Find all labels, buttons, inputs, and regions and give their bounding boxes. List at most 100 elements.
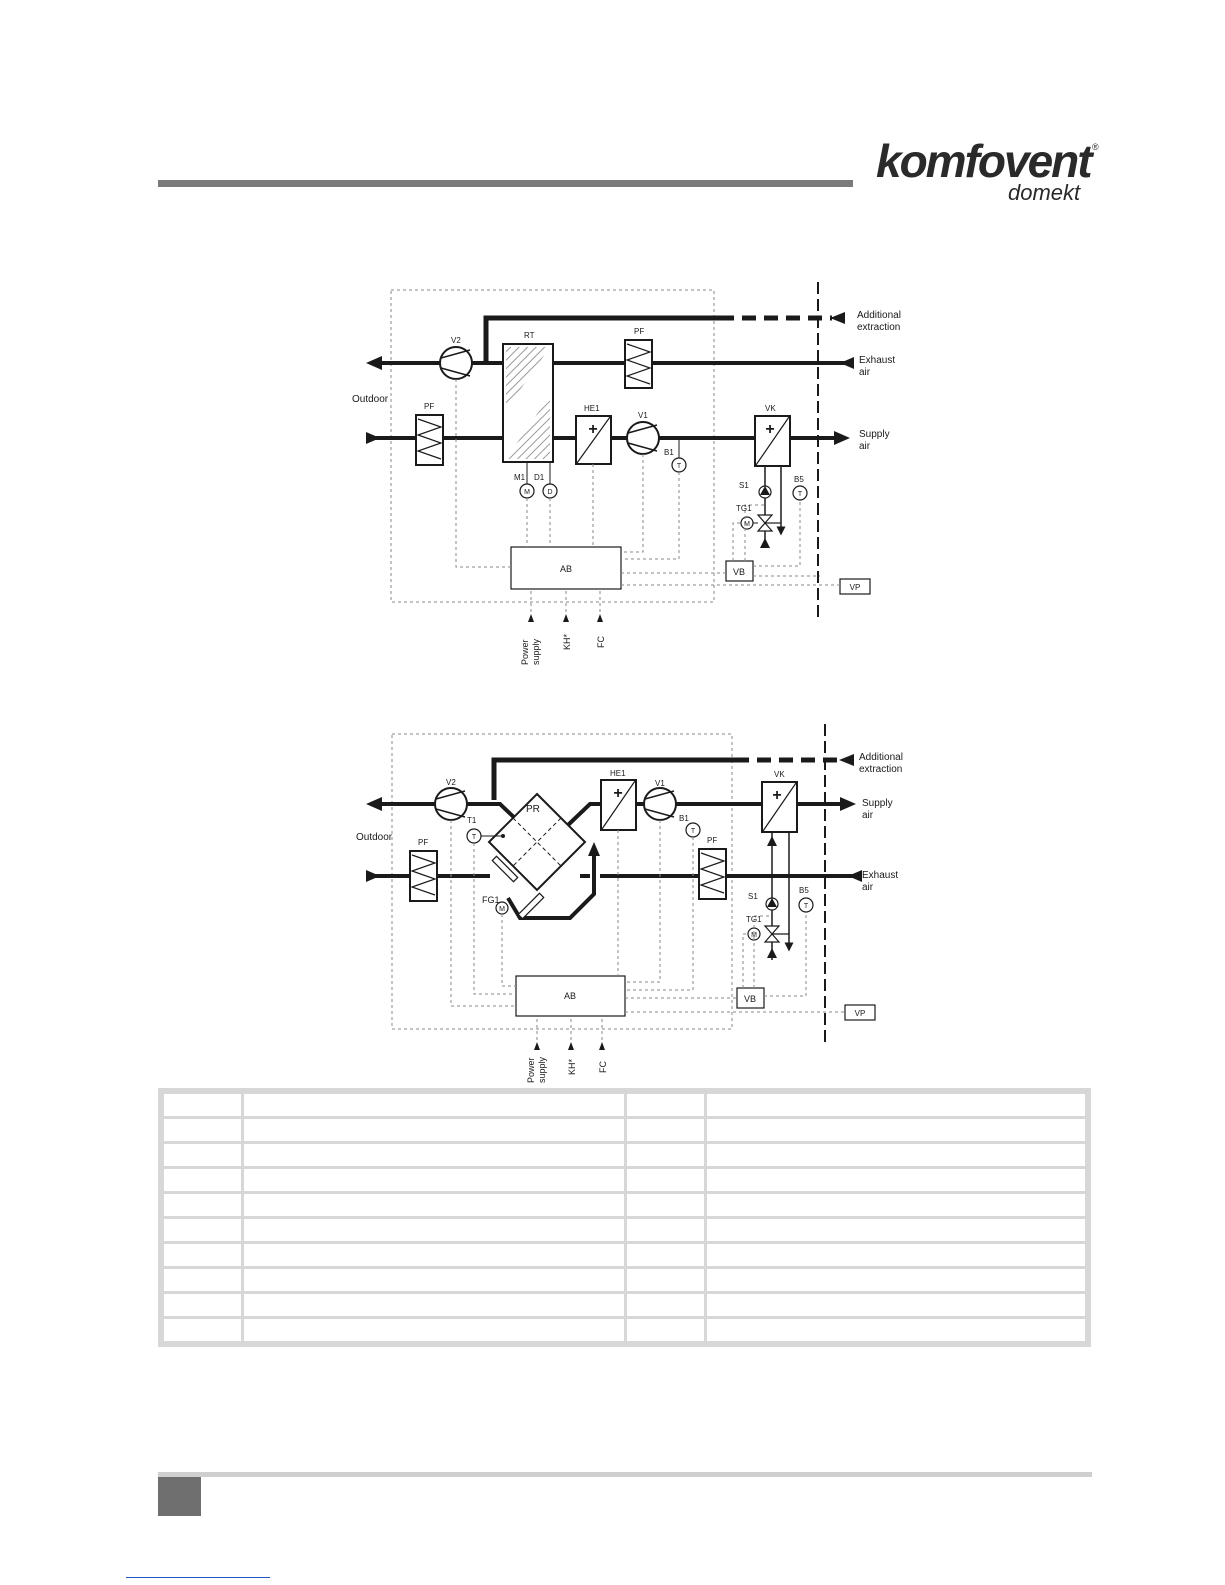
label-power-2: Power	[526, 1057, 536, 1083]
table-row	[161, 1266, 1088, 1294]
table-cell	[624, 1266, 707, 1294]
label-vp: VP	[850, 583, 861, 592]
table-cell	[241, 1316, 627, 1344]
table-cell	[161, 1291, 244, 1319]
label-tg1-2: TG1	[746, 915, 762, 924]
svg-text:+: +	[765, 421, 774, 438]
label-supply-air-2: air	[862, 810, 874, 821]
label-d1: D1	[534, 473, 545, 482]
table-cell	[704, 1141, 1088, 1169]
label-s1-2: S1	[748, 892, 758, 901]
label-he1: HE1	[584, 404, 600, 413]
table-row	[161, 1316, 1088, 1344]
label-fc-2: FC	[598, 1061, 608, 1073]
supply-in-arrow	[366, 432, 380, 444]
svg-text:+: +	[772, 787, 781, 804]
table-cell	[161, 1116, 244, 1144]
table-cell	[704, 1316, 1088, 1344]
table-cell	[241, 1241, 627, 1269]
label-vp-2: VP	[855, 1009, 866, 1018]
label-v2: V2	[451, 336, 461, 345]
table-cell	[241, 1191, 627, 1219]
supply-out-arrow	[834, 431, 850, 445]
label-extraction-2: extraction	[859, 764, 902, 775]
label-fc: FC	[596, 636, 606, 648]
table-cell	[704, 1291, 1088, 1319]
exhaust-in-arrow	[840, 357, 854, 369]
label-supply-power: supply	[531, 638, 541, 665]
label-pf-left-2: PF	[418, 838, 428, 847]
table-cell	[704, 1241, 1088, 1269]
label-supply-air: air	[859, 441, 871, 452]
table-cell	[161, 1166, 244, 1194]
box-vp-2	[844, 1004, 876, 1021]
table-row	[161, 1166, 1088, 1194]
label-vk: VK	[765, 404, 776, 413]
label-pr: PR	[526, 804, 540, 815]
box-vb	[725, 560, 754, 582]
label-d: D	[547, 489, 552, 496]
box-vb-2	[736, 987, 765, 1009]
table-cell	[704, 1266, 1088, 1294]
table-cell	[624, 1116, 707, 1144]
table-cell	[161, 1216, 244, 1244]
brand-logo: komfovent ® domekt	[876, 138, 1106, 210]
fan-v1	[626, 421, 660, 455]
control-ab-2	[515, 975, 626, 1017]
table-cell	[241, 1091, 627, 1119]
table-cell	[241, 1216, 627, 1244]
label-b1-t-2: T	[691, 828, 696, 835]
label-b1-2: B1	[679, 814, 689, 823]
label-outdoor-2: Outdoor	[356, 832, 393, 843]
label-fg1: FG1	[482, 895, 500, 905]
table-cell	[624, 1166, 707, 1194]
control-ab	[510, 546, 622, 590]
label-b5-t: T	[798, 491, 803, 498]
footer-rule	[158, 1472, 1092, 1477]
table-cell	[624, 1241, 707, 1269]
table-cell	[624, 1316, 707, 1344]
label-pf-right-2: PF	[707, 836, 717, 845]
table-row	[161, 1091, 1088, 1119]
table-cell	[241, 1291, 627, 1319]
label-exhaust-2: Exhaust	[862, 870, 898, 881]
label-supply-2: Supply	[862, 798, 893, 809]
table-row	[161, 1241, 1088, 1269]
table-cell	[161, 1091, 244, 1119]
page-number-box	[158, 1477, 201, 1516]
legend-table	[158, 1088, 1091, 1347]
extraction-duct	[483, 315, 720, 362]
label-exhaust-air: air	[859, 367, 871, 378]
diagram-1: + +	[352, 282, 901, 665]
exhaust-out-arrow	[366, 356, 382, 370]
table-cell	[704, 1191, 1088, 1219]
table-row	[161, 1141, 1088, 1169]
extraction-arrow	[830, 312, 845, 324]
label-tg1-m: M	[744, 521, 750, 528]
label-pf-top: PF	[634, 327, 644, 336]
label-tg1: TG1	[736, 504, 752, 513]
label-ab-2: AB	[564, 991, 576, 1001]
label-v1: V1	[638, 411, 648, 420]
table-cell	[241, 1116, 627, 1144]
brand-registered-mark: ®	[1092, 142, 1099, 152]
label-supply: Supply	[859, 429, 890, 440]
bypass-duct	[506, 848, 596, 920]
label-s1: S1	[739, 481, 749, 490]
label-he1-2: HE1	[610, 769, 626, 778]
table-cell	[161, 1316, 244, 1344]
footer-link-underline[interactable]	[126, 1577, 270, 1578]
table-cell	[704, 1216, 1088, 1244]
header-rule	[158, 180, 853, 187]
svg-text:+: +	[613, 785, 622, 802]
table-cell	[161, 1241, 244, 1269]
label-vb: VB	[733, 567, 745, 577]
label-vb-2: VB	[744, 994, 756, 1004]
table-cell	[704, 1166, 1088, 1194]
table-cell	[161, 1191, 244, 1219]
table-cell	[624, 1191, 707, 1219]
label-t1: T1	[467, 816, 477, 825]
label-rt: RT	[524, 331, 535, 340]
label-b1-t: T	[677, 463, 682, 470]
